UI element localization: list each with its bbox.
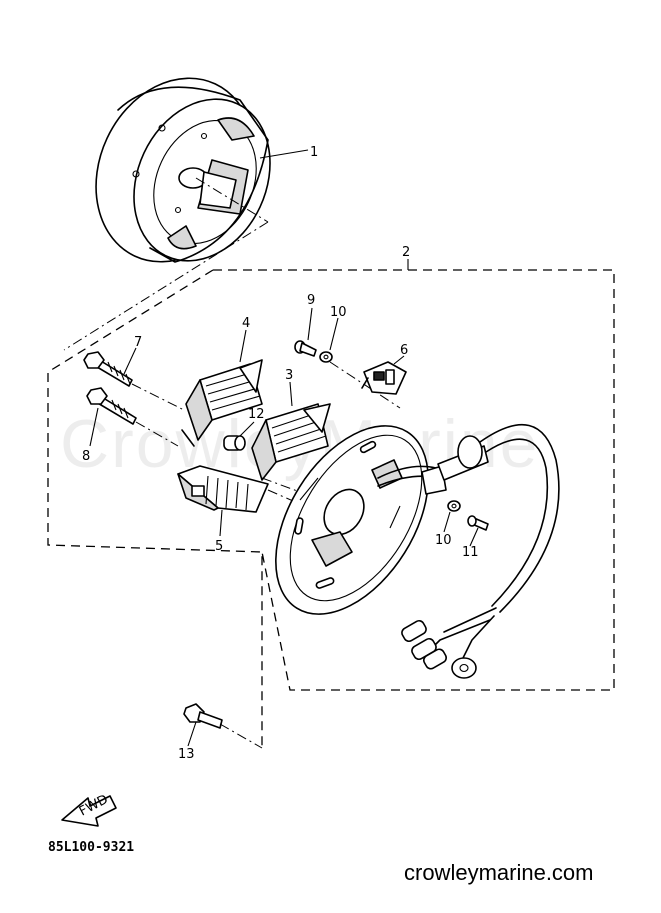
spacer-12 <box>223 435 246 451</box>
nut-10-upper <box>319 351 333 363</box>
wiring-harness <box>377 424 560 679</box>
charge-coil-4 <box>181 359 263 447</box>
diagram-part-code: 85L100-9321 <box>48 840 135 855</box>
callout-6: 6 <box>400 343 408 358</box>
site-url: crowleymarine.com <box>404 860 594 885</box>
bolt-7 <box>83 351 133 387</box>
callout-9: 9 <box>307 293 315 308</box>
connector-plugs <box>401 619 477 679</box>
nut-10-lower <box>447 500 461 512</box>
callout-12: 12 <box>248 407 265 422</box>
fwd-arrow-icon: FWD <box>61 792 117 827</box>
flywheel-rotor <box>95 77 271 263</box>
callout-13: 13 <box>178 747 195 762</box>
bolt-13 <box>183 703 223 729</box>
callout-5: 5 <box>215 539 223 554</box>
callout-8: 8 <box>82 449 90 464</box>
callout-2: 2 <box>402 245 410 260</box>
callout-7: 7 <box>134 335 142 350</box>
callout-10-lower: 10 <box>435 533 452 548</box>
callout-1: 1 <box>310 145 318 160</box>
callout-3: 3 <box>285 368 293 383</box>
screw-11 <box>467 515 489 531</box>
terminal-bracket-6 <box>361 361 407 395</box>
screw-9 <box>294 340 317 357</box>
callout-10-upper: 10 <box>330 305 347 320</box>
callout-4: 4 <box>242 316 250 331</box>
pulser-coil-5 <box>177 465 269 513</box>
charge-coil-3 <box>251 403 331 481</box>
bolt-8 <box>86 387 137 425</box>
stator-assembly-outline <box>47 269 615 748</box>
callout-11: 11 <box>462 545 479 560</box>
